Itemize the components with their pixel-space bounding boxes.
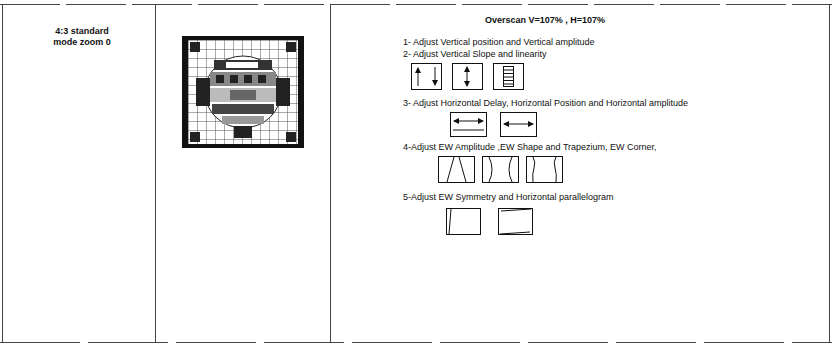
overscan-heading: Overscan V=107% , H=107% [485,15,605,26]
step-text: 4-Adjust EW Amplitude ,EW Shape and Trap… [403,142,657,153]
step-text: 3- Adjust Horizontal Delay, Horizontal P… [403,98,688,109]
test-pattern [182,36,304,148]
step-text: 2- Adjust Vertical Slope and linearity [403,49,547,60]
step-text: 1- Adjust Vertical position and Vertical… [403,37,595,48]
mode-cell: 4:3 standard mode zoom 0 [42,26,122,48]
step-text: 5-Adjust EW Symmetry and Horizontal para… [403,192,614,203]
